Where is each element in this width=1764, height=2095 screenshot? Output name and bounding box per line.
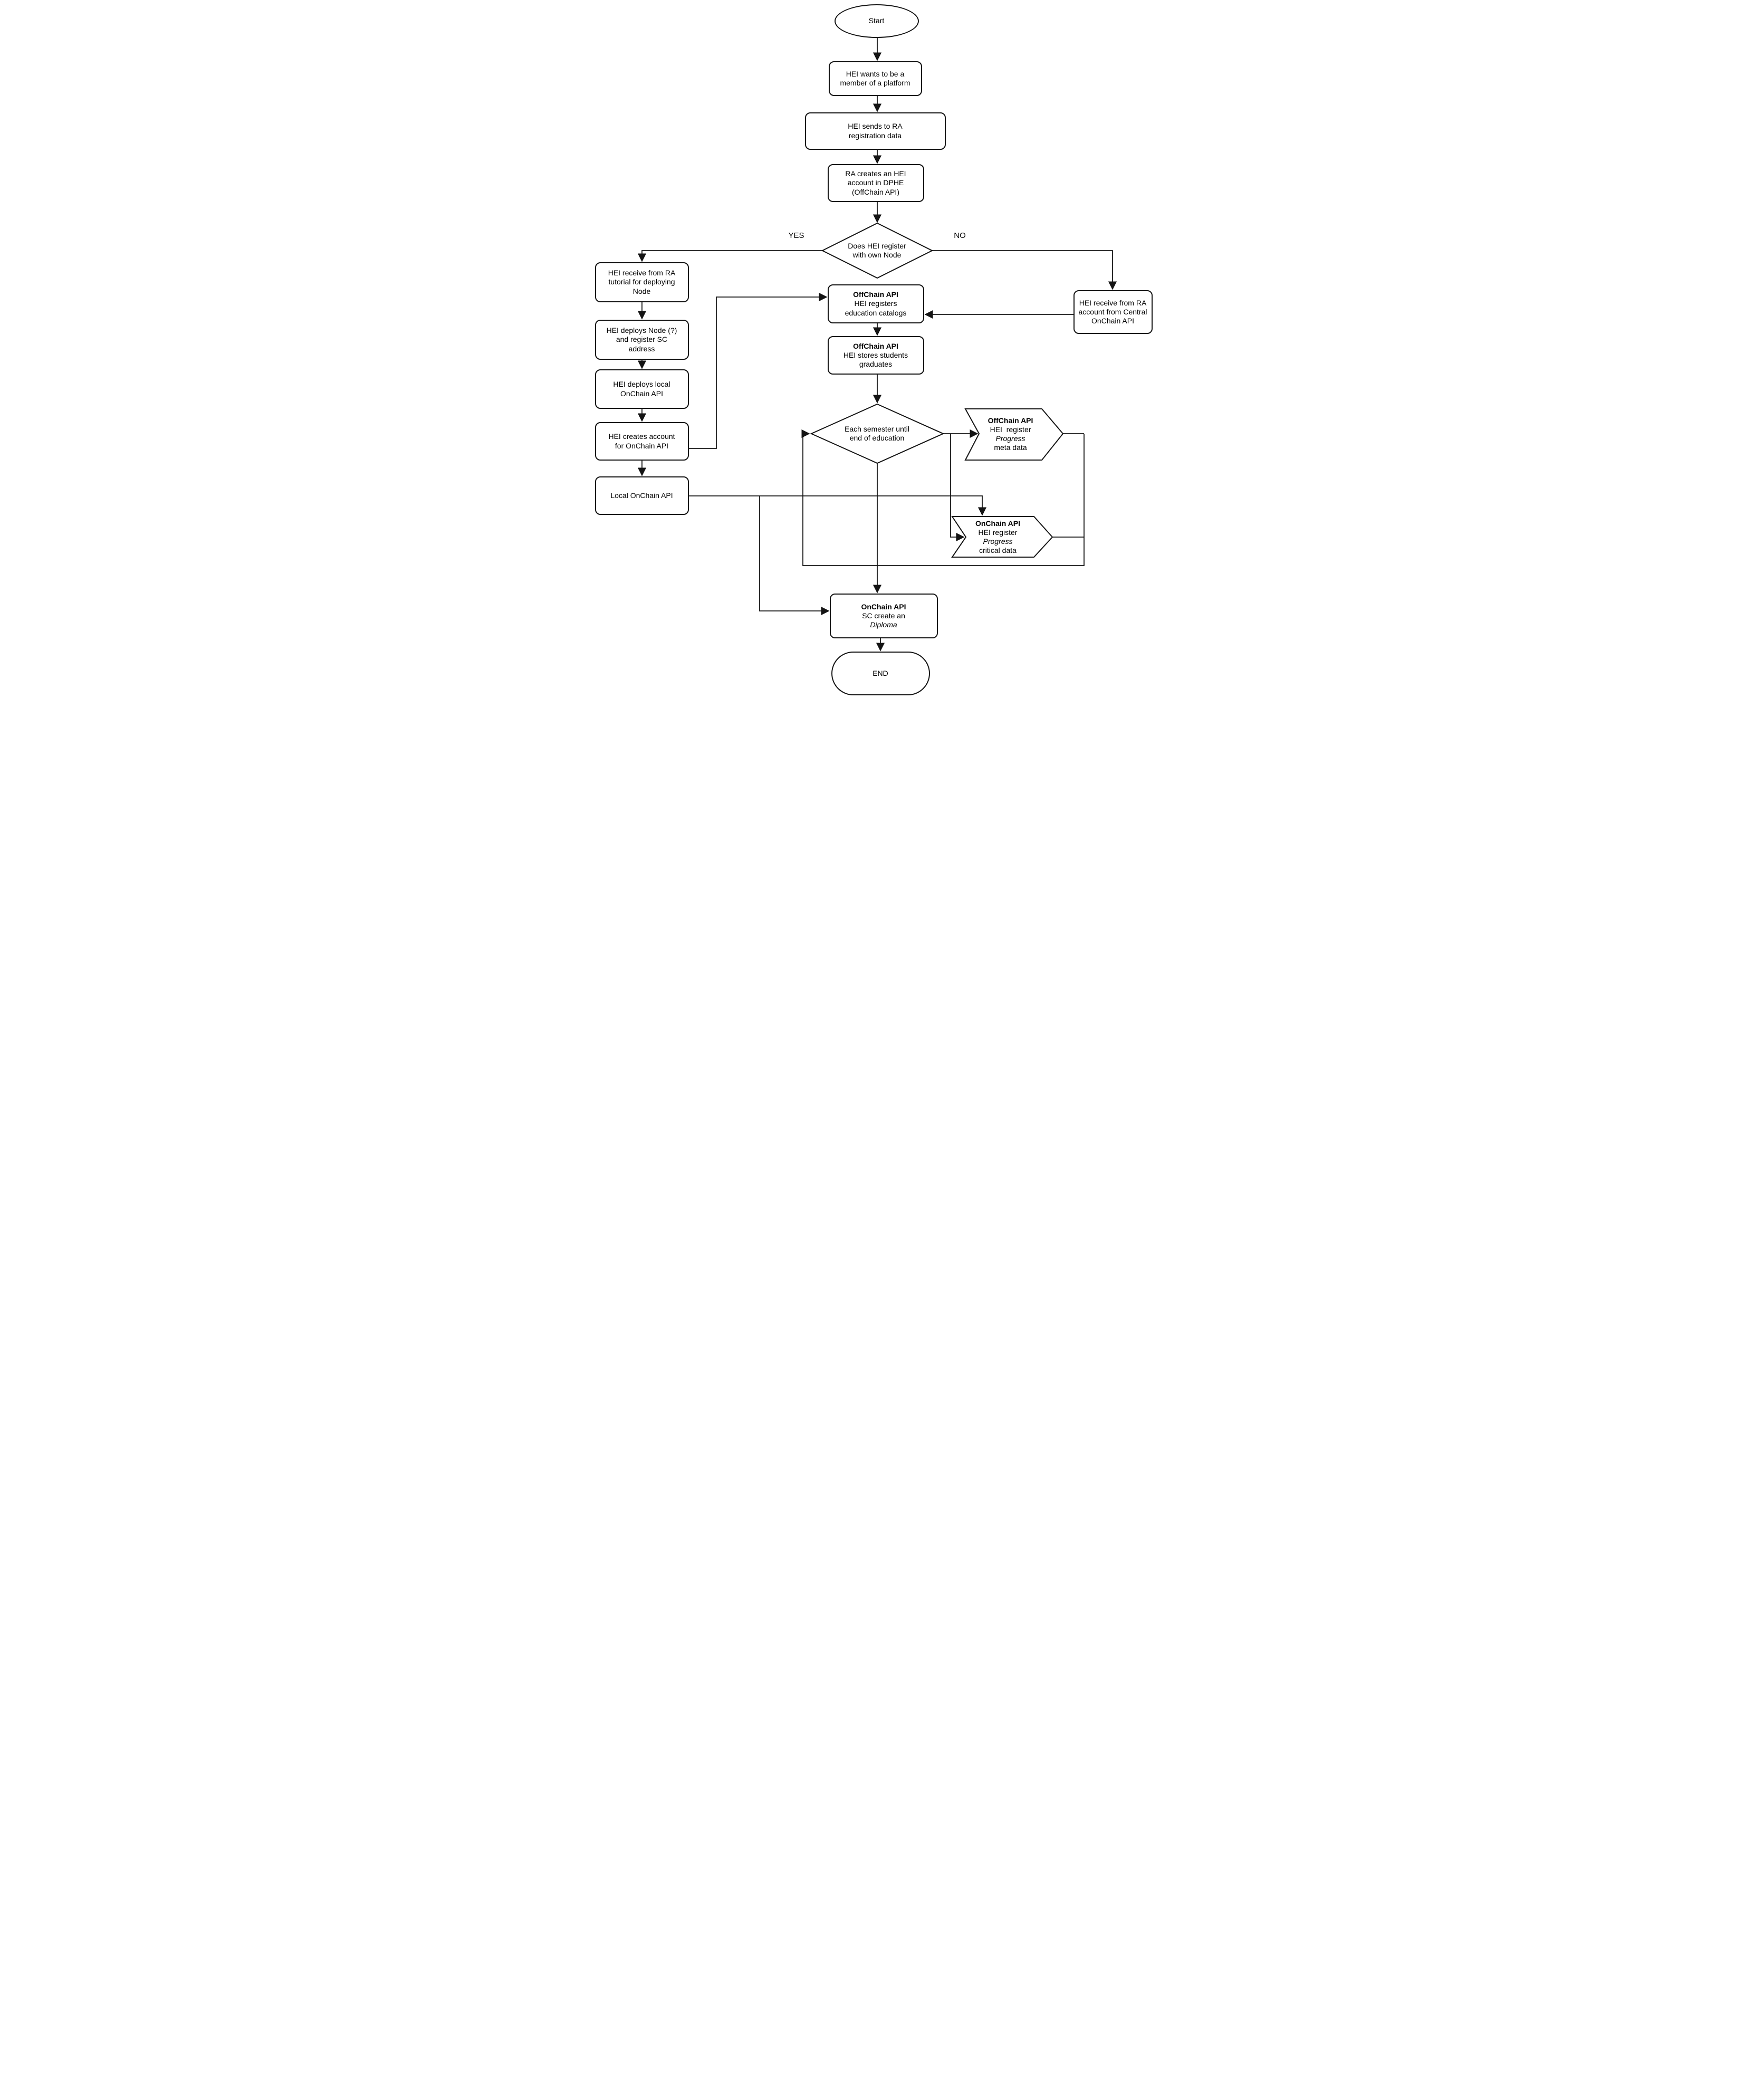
edge-createaccount-to-catalogs <box>688 292 828 449</box>
process-sc-create-diploma: OnChain API SC create an Diploma <box>829 594 938 638</box>
process-ra-creates-account: RA creates an HEI account in DPHE (OffCh… <box>827 164 924 202</box>
process-registers-catalogs: OffChain API HEI registers education cat… <box>827 284 924 323</box>
process-deploys-node: HEI deploys Node (?) and register SC add… <box>595 320 689 360</box>
connector-layer <box>637 38 1117 652</box>
chevron-meta-data-shape <box>964 408 1063 461</box>
decision-own-node-text: Does HEI register with own Node <box>848 241 906 259</box>
process-creates-account-onchain: HEI creates account for OnChain API <box>595 422 689 461</box>
chevron-critical-data-shape <box>951 516 1053 558</box>
decision-semester-text: Each semester until end of education <box>845 424 909 442</box>
edge-loop-back-to-semester <box>801 429 1085 566</box>
edge-semester-to-critical-notch <box>950 434 965 542</box>
decision-own-node-shape <box>821 222 933 279</box>
flowchart-canvas: Start HEI wants to be a member of a plat… <box>588 0 1176 699</box>
process-wants-member: HEI wants to be a member of a platform <box>828 61 922 96</box>
end-label: END <box>873 668 888 677</box>
end-terminator: END <box>831 652 930 695</box>
edge-no-branch <box>932 250 1117 290</box>
process-receive-central-account: HEI receive from RA account from Central… <box>1073 290 1153 334</box>
process-deploys-local-onchain: HEI deploys local OnChain API <box>595 369 689 409</box>
start-terminator: Start <box>834 4 919 38</box>
process-receive-tutorial: HEI receive from RA tutorial for deployi… <box>595 262 689 302</box>
edge-localonchain-to-critical-top <box>688 495 986 516</box>
process-stores-graduates: OffChain API HEI stores students graduat… <box>827 336 924 375</box>
chevron-critical-data-text: OnChain API HEI register Progress critic… <box>975 519 1021 555</box>
process-sends-registration: HEI sends to RA registration data <box>804 112 946 150</box>
edge-label-no: NO <box>954 231 966 240</box>
chevron-meta-data-text: OffChain API HEI register Progress meta … <box>988 416 1033 452</box>
edge-label-yes: YES <box>788 231 804 240</box>
process-local-onchain-api: Local OnChain API <box>595 476 689 515</box>
edge-localonchain-to-diploma <box>759 496 830 616</box>
edge-yes-branch <box>637 250 822 262</box>
start-label: Start <box>868 16 885 25</box>
